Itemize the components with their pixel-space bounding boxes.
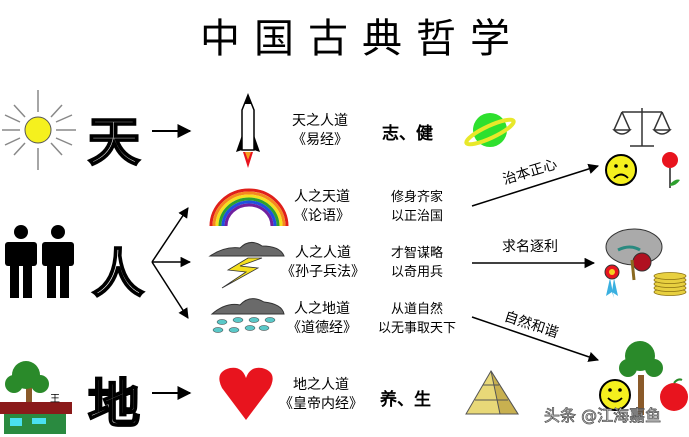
planet-icon [464, 113, 516, 147]
arrow-label-2: 求名逐利 [502, 239, 558, 255]
smiley-icon [599, 379, 631, 411]
branch-arrows [151, 207, 192, 319]
branch-1-text: 修身齐家 以正治国 [372, 188, 462, 226]
medal-icon [604, 264, 620, 298]
heaven-char: 天 [87, 112, 141, 174]
svg-text:王: 王 [50, 394, 60, 405]
brain-icon [605, 228, 663, 281]
earth-virtues: 养、生 [380, 390, 431, 410]
branch-2-text-line1: 才智谋略 [390, 246, 443, 261]
branch-1-label-line2: 《论语》 [294, 208, 350, 224]
flower-icon [662, 152, 680, 188]
branch-3-text-line2: 以无事取天下 [377, 321, 456, 336]
earth-label-line1: 地之人道 [293, 377, 349, 393]
page-title: 中国古典哲学 [200, 16, 524, 62]
heart-icon [219, 367, 273, 420]
branch-3-label: 人之地道 《道德经》 [282, 300, 362, 338]
branch-1-text-line1: 修身齐家 [390, 190, 443, 205]
branch-3-text: 从道自然 以无事取天下 [366, 300, 468, 338]
branch-2-label: 人之人道 《孙子兵法》 [276, 244, 370, 282]
branch-1-label: 人之天道 《论语》 [282, 188, 362, 226]
watermark: 头条 @江海嘉鱼 [544, 406, 662, 426]
rocket-icon [236, 92, 260, 168]
branch-3-text-line1: 从道自然 [390, 302, 443, 317]
earth-label: 地之人道 《皇帝内经》 [278, 376, 364, 414]
heaven-label-line2: 《易经》 [292, 132, 348, 148]
earth-char: 地 [87, 374, 141, 436]
scales-icon [612, 108, 672, 147]
human-char: 人 [91, 244, 145, 306]
tree-icon [619, 341, 663, 415]
rain-cloud-icon [210, 298, 285, 333]
coins-icon [653, 272, 687, 296]
branch-2-label-line1: 人之人道 [295, 245, 351, 261]
house-tree-icon: 王 [0, 361, 72, 434]
branch-2-text: 才智谋略 以奇用兵 [372, 244, 462, 282]
rainbow-icon [209, 188, 289, 227]
sad-face-icon [605, 154, 637, 186]
branch-1-label-line1: 人之天道 [294, 189, 350, 205]
branch-2-label-line2: 《孙子兵法》 [281, 264, 365, 280]
branch-3-label-line1: 人之地道 [294, 301, 350, 317]
heaven-virtues: 志、健 [382, 124, 433, 144]
earth-label-line2: 《皇帝内经》 [279, 396, 363, 412]
branch-3-label-line2: 《道德经》 [287, 320, 357, 336]
people-icon [5, 225, 74, 298]
branch-1-text-line2: 以正治国 [390, 209, 443, 224]
apple-icon [660, 378, 688, 411]
sun-icon [2, 90, 76, 170]
outcome-arrows [471, 163, 600, 362]
pyramid-icon [465, 370, 519, 415]
heaven-label: 天之人道 《易经》 [280, 112, 360, 150]
storm-cloud-icon [208, 242, 285, 289]
heaven-label-line1: 天之人道 [292, 113, 348, 129]
branch-2-text-line2: 以奇用兵 [390, 265, 443, 280]
